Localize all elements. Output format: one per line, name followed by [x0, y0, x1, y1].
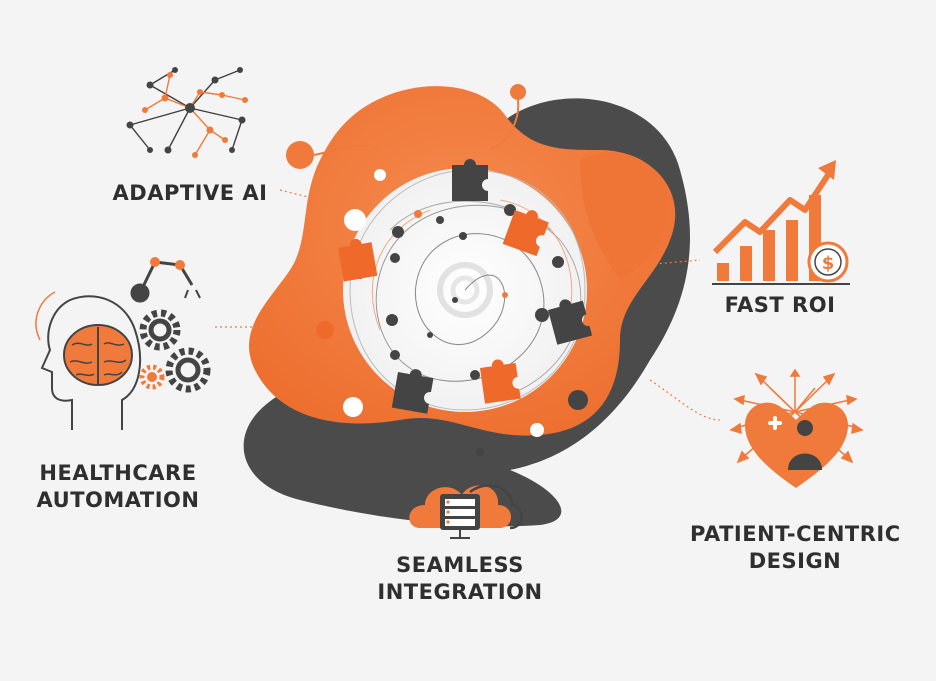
adaptive-ai-text: ADAPTIVE AI — [112, 181, 268, 205]
puzzle-piece-dark-bottom — [391, 369, 434, 414]
brain-gears-robot-arm-icon — [35, 257, 211, 430]
robot-arm-icon — [130, 257, 201, 303]
gear-icon — [139, 309, 211, 393]
dollar-coin-icon: $ — [807, 241, 849, 283]
svg-text:$: $ — [822, 253, 835, 274]
patient-centric-line2: DESIGN — [748, 549, 842, 573]
brain-icon — [63, 324, 133, 386]
growth-chart-dollar-icon: $ — [712, 160, 850, 285]
seamless-integration-line1: SEAMLESS — [396, 553, 524, 577]
orange-lobe-right — [580, 152, 669, 280]
healthcare-automation-label: HEALTHCARE AUTOMATION — [28, 460, 208, 514]
dotted-connectors — [215, 189, 721, 421]
healthcare-automation-line2: AUTOMATION — [36, 488, 200, 512]
neural-network-icon — [126, 67, 248, 158]
puzzle-piece-dark-right — [548, 299, 593, 345]
fast-roi-text: FAST ROI — [724, 293, 836, 317]
patient-centric-line1: PATIENT-CENTRIC — [690, 522, 901, 546]
puzzle-piece-orange-bottom — [480, 359, 521, 404]
orbit-dots — [316, 169, 588, 437]
heart-shape — [745, 402, 848, 488]
cloud-server-icon — [409, 484, 523, 539]
central-blob — [243, 84, 690, 527]
puzzle-piece-dark-top — [452, 159, 488, 201]
head-profile-icon — [40, 295, 142, 430]
patient-centric-design-label: PATIENT-CENTRIC DESIGN — [690, 521, 900, 575]
seamless-integration-line2: INTEGRATION — [377, 580, 543, 604]
person-icon — [788, 420, 822, 470]
fast-roi-label: FAST ROI — [720, 292, 840, 319]
puzzle-piece-orange-right — [502, 210, 549, 257]
puzzle-piece-orange-left — [338, 238, 378, 282]
adaptive-ai-label: ADAPTIVE AI — [110, 180, 270, 207]
healthcare-automation-line1: HEALTHCARE — [39, 461, 197, 485]
heart-person-cross-icon — [729, 368, 864, 488]
seamless-integration-label: SEAMLESS INTEGRATION — [370, 552, 550, 606]
connector-bubbles — [286, 84, 526, 456]
